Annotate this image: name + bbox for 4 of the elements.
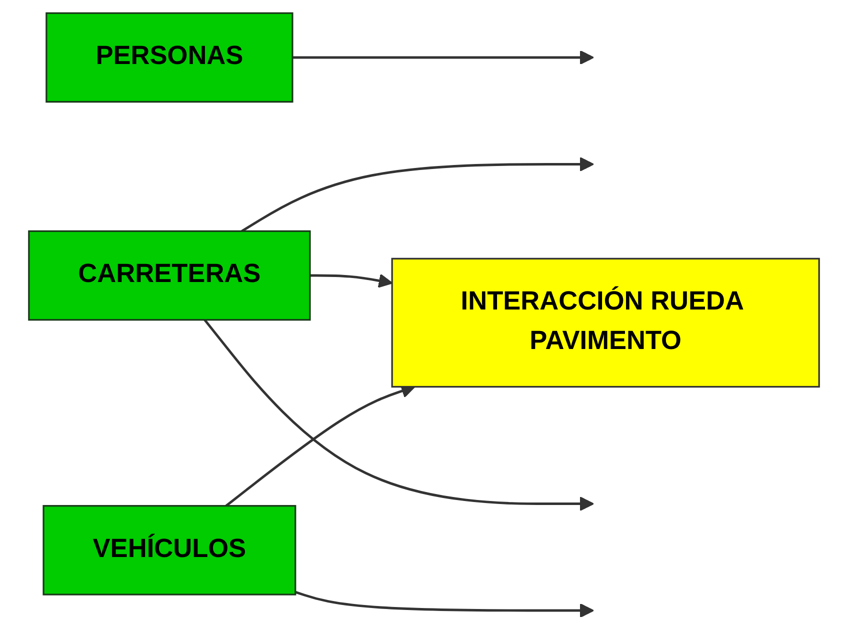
node-box: CARRETERAS bbox=[28, 230, 311, 321]
node-box: INTERACCIÓN RUEDA PAVIMENTO bbox=[391, 258, 820, 388]
node-box: PERSONAS bbox=[46, 12, 294, 103]
node-box: VEHÍCULOS bbox=[42, 505, 296, 596]
